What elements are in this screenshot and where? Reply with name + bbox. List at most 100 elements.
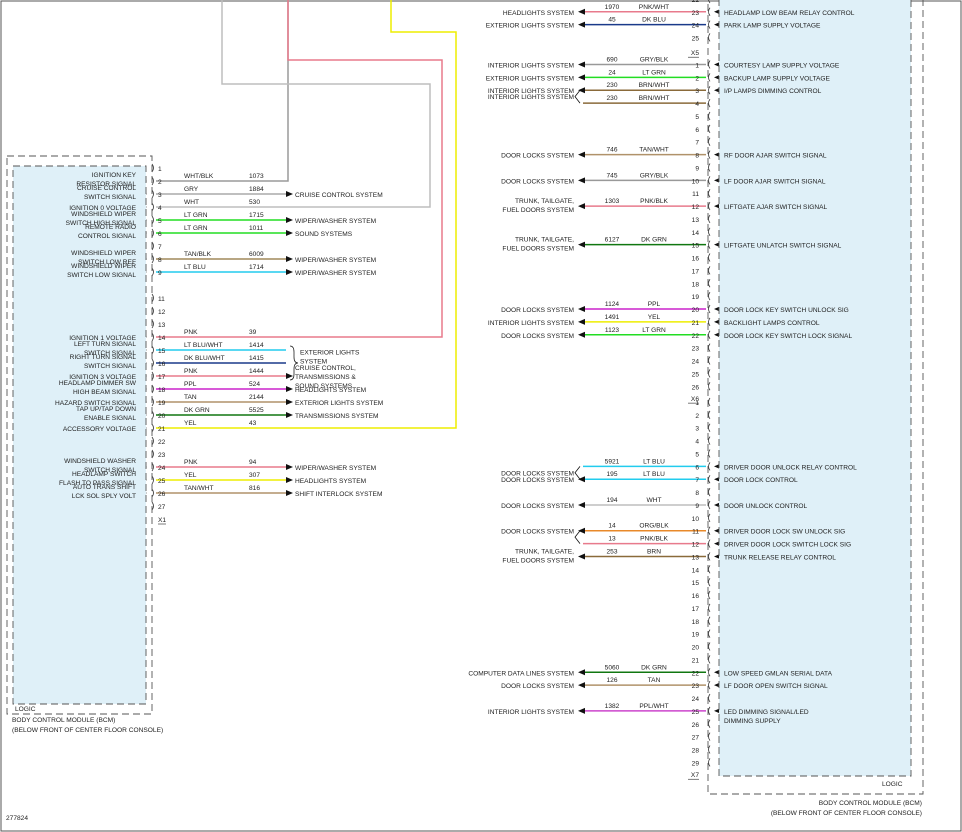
- left-signal-label: SWITCH LOW SIGNAL: [67, 272, 136, 279]
- right-wire-circuit: 1124: [605, 301, 620, 308]
- right-signal-label: DOOR LOCK KEY SWITCH LOCK SIGNAL: [724, 333, 852, 340]
- left-dest-label: WIPER/WASHER SYSTEM: [295, 257, 376, 264]
- turn-dest-label: SYSTEM: [300, 359, 327, 366]
- left-module-outer-frame: [6, 155, 153, 715]
- left-wire-color: YEL: [184, 420, 197, 427]
- left-pin-number: 20: [158, 413, 166, 420]
- right-pin-number: 20: [692, 645, 700, 652]
- right-wire-circuit: 194: [606, 497, 617, 504]
- right-pin-number: 28: [692, 747, 700, 754]
- left-wire-circuit: 1414: [249, 342, 264, 349]
- right-logic-label: LOGIC: [882, 781, 903, 788]
- right-pin-number: 23: [692, 346, 700, 353]
- right-pin-number: 9: [695, 503, 699, 510]
- left-pin-number: 9: [158, 270, 162, 277]
- right-signal-label: LF DOOR OPEN SWITCH SIGNAL: [724, 683, 828, 690]
- right-wire-color: LT BLU: [643, 458, 665, 465]
- left-wire-color: GRY: [184, 186, 199, 193]
- left-signal-label: IGNITION 3 VOLTAGE: [69, 374, 136, 381]
- left-pin-number: 26: [158, 491, 166, 498]
- right-wire-color: DK BLU: [642, 17, 666, 24]
- pin-bracket: [708, 176, 711, 185]
- right-pin-number: 16: [692, 593, 700, 600]
- left-signal-label: SWITCH SIGNAL: [84, 363, 136, 370]
- right-pin-number: 5: [695, 114, 699, 121]
- right-pin-number: 15: [692, 243, 700, 250]
- right-signal-label: TRUNK RELEASE RELAY CONTROL: [724, 554, 836, 561]
- right-wire-color: LT BLU: [643, 471, 665, 478]
- left-signal-label: HAZARD SWITCH SIGNAL: [55, 400, 136, 407]
- right-wire-circuit: 5060: [605, 664, 620, 671]
- right-dest-label: INTERIOR LIGHTS SYSTEM: [488, 63, 574, 70]
- right-module-name: BODY CONTROL MODULE (BCM): [819, 800, 922, 807]
- right-signal-label: LF DOOR AJAR SWITCH SIGNAL: [724, 178, 826, 185]
- wire-39: [156, 0, 443, 338]
- dest-arrow: [578, 682, 585, 689]
- dest-arrow: [286, 399, 293, 405]
- right-pin-number: 24: [692, 696, 700, 703]
- dest-arrow: [286, 373, 293, 379]
- pin-bracket: [708, 539, 711, 548]
- right-pin-number: 25: [692, 371, 700, 378]
- left-wire-circuit: 2144: [249, 394, 264, 401]
- pin-bracket: [708, 590, 711, 600]
- left-signal-label: LEFT TURN SIGNAL: [74, 341, 136, 348]
- pin-bracket: [708, 616, 711, 626]
- left-wire-color: PNK: [184, 459, 198, 466]
- right-pin-number: 27: [692, 735, 700, 742]
- left-pin-number: 22: [158, 439, 166, 446]
- pin-bracket: [708, 356, 711, 365]
- right-pin-number: 3: [695, 426, 699, 433]
- right-wire-color: DK GRN: [641, 664, 667, 671]
- dest-arrow: [578, 669, 585, 676]
- right-wire-color: YEL: [648, 314, 661, 321]
- dest-arrow: [578, 8, 585, 15]
- right-dest-label: EXTERIOR LIGHTS SYSTEM: [486, 23, 574, 30]
- pin-bracket: [708, 668, 711, 677]
- right-wire-circuit: 253: [606, 548, 617, 555]
- right-module-outer-frame: [707, 0, 924, 795]
- right-pin-number: 14: [692, 230, 700, 237]
- right-pin-number: 5: [695, 451, 699, 458]
- right-wire-circuit: 1123: [605, 327, 620, 334]
- right-pin-number: 22: [692, 670, 700, 677]
- left-signal-label: IGNITION 1 VOLTAGE: [69, 335, 136, 342]
- right-signal-label: RF DOOR AJAR SWITCH SIGNAL: [724, 153, 827, 160]
- pin-bracket: [708, 279, 711, 288]
- right-signal-label: BACKUP LAMP SUPPLY VOLTAGE: [724, 75, 831, 82]
- right-wire-color: BRN/WHT: [639, 95, 670, 102]
- left-signal-label: TAP UP/TAP DOWN: [76, 406, 136, 413]
- right-pin-number: 15: [692, 580, 700, 587]
- right-pin-number: 26: [692, 722, 700, 729]
- left-pin-number: 16: [158, 361, 166, 368]
- right-signal-label: LED DIMMING SIGNAL/LED: [724, 709, 809, 716]
- right-pin-number: 17: [692, 606, 700, 613]
- left-signal-label: HIGH BEAM SIGNAL: [73, 389, 136, 396]
- left-signal-label: ACCESSORY VOLTAGE: [63, 426, 137, 433]
- right-pin-number: 29: [692, 760, 700, 767]
- turn-brace: [289, 345, 299, 381]
- left-wire-circuit: 524: [249, 381, 260, 388]
- pin-bracket: [708, 7, 711, 17]
- right-signal-label: LIFTGATE UNLATCH SWITCH SIGNAL: [724, 243, 842, 250]
- right-wire-circuit: 13: [608, 536, 616, 543]
- left-wire-circuit: 1011: [249, 225, 264, 232]
- pin-bracket: [708, 462, 711, 471]
- right-module-location: (BELOW FRONT OF CENTER FLOOR CONSOLE): [771, 810, 922, 817]
- right-dest-label: COMPUTER DATA LINES SYSTEM: [468, 670, 574, 677]
- left-signal-label: HEADLAMP SWITCH: [72, 471, 136, 478]
- left-module-name: BODY CONTROL MODULE (BCM): [12, 717, 115, 724]
- right-wire-circuit: 45: [608, 17, 616, 24]
- right-dest-label: DOOR LOCKS SYSTEM: [501, 307, 574, 314]
- dest-arrow: [578, 203, 585, 210]
- left-wire-color: TAN/BLK: [184, 251, 212, 258]
- right-dest-label: FUEL DOORS SYSTEM: [502, 207, 574, 214]
- left-pin-number: 8: [158, 257, 162, 264]
- right-pin-number: 4: [695, 101, 699, 108]
- right-pin-number: 19: [692, 294, 700, 301]
- turn-dest-label: EXTERIOR LIGHTS: [300, 350, 360, 357]
- pin-bracket: [708, 745, 711, 754]
- pin-bracket: [708, 266, 711, 275]
- right-dest-label: INTERIOR LIGHTS SYSTEM: [488, 94, 574, 101]
- left-wire-circuit: 1715: [249, 212, 264, 219]
